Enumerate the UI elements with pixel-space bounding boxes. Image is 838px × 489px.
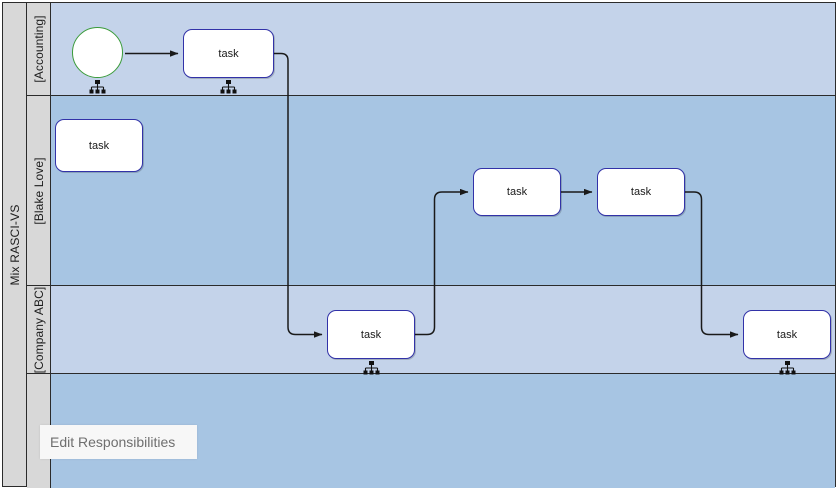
lane-company-abc-label: [Company ABC]	[31, 286, 46, 373]
lane-company-abc-header[interactable]: [Company ABC]	[27, 286, 51, 373]
task-label: task	[218, 47, 239, 60]
task-node-5[interactable]: task	[327, 310, 415, 359]
start-event[interactable]	[72, 27, 123, 78]
flow-task1-to-task5[interactable]	[274, 52, 323, 338]
task-node-1[interactable]: task	[183, 29, 274, 78]
task-node-4[interactable]: task	[597, 168, 685, 216]
task-label: task	[776, 328, 798, 341]
lane-accounting[interactable]: [Accounting]	[27, 3, 835, 96]
task-node-2[interactable]: task	[55, 119, 143, 172]
task-label: task	[506, 186, 528, 198]
lane-company-abc[interactable]: [Company ABC]	[27, 286, 835, 374]
lane-accounting-label: [Accounting]	[31, 15, 46, 83]
lane-blake-love-header[interactable]: [Blake Love]	[27, 96, 51, 285]
lane-accounting-body[interactable]	[51, 3, 835, 95]
org-chart-icon	[779, 361, 795, 375]
flow-task4-to-task6[interactable]	[685, 191, 739, 338]
edit-responsibilities-label: Edit Responsibilities	[50, 434, 176, 450]
org-chart-icon	[89, 80, 106, 94]
org-chart-icon	[363, 361, 379, 375]
pool-label: Mix RASCI-VS	[7, 203, 22, 286]
lane-accounting-header[interactable]: [Accounting]	[27, 3, 51, 95]
flow-task5-to-task3[interactable]	[415, 188, 469, 336]
task-label: task	[360, 328, 382, 341]
task-label: task	[630, 186, 652, 198]
lane-blake-love[interactable]: [Blake Love]	[27, 96, 835, 286]
task-label: task	[88, 139, 110, 152]
edit-responsibilities-button[interactable]: Edit Responsibilities	[40, 425, 197, 459]
lane-company-abc-body[interactable]	[51, 286, 835, 373]
task-node-6[interactable]: task	[743, 310, 831, 359]
org-chart-icon	[220, 80, 237, 94]
lane-blake-love-body[interactable]	[51, 96, 835, 285]
lane-blake-love-label: [Blake Love]	[31, 156, 46, 225]
task-node-3[interactable]: task	[473, 168, 561, 216]
pool-header[interactable]: Mix RASCI-VS	[3, 3, 27, 486]
